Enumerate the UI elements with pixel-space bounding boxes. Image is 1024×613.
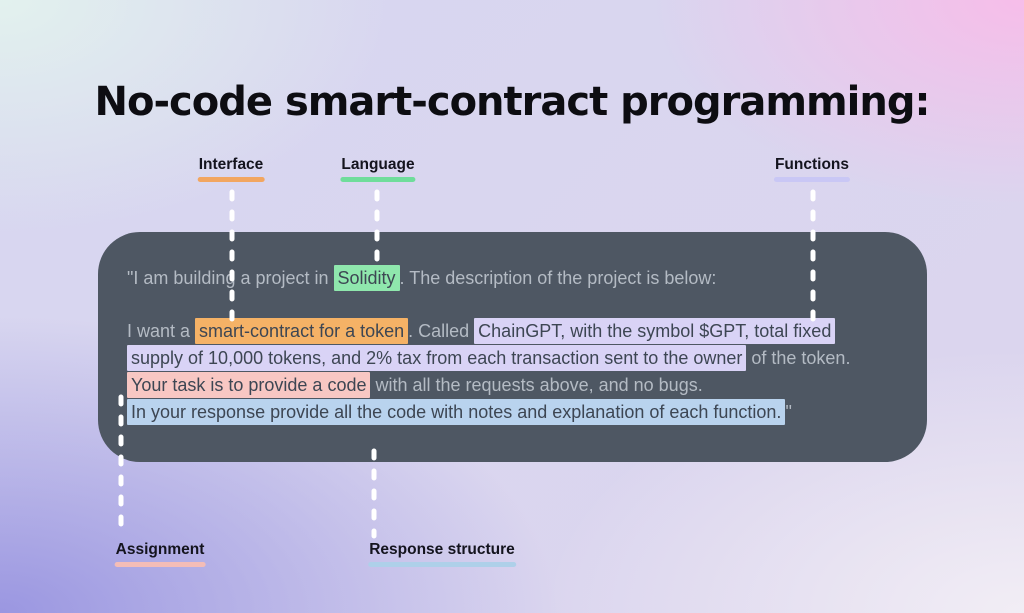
highlight-response: In your response provide all the code wi… <box>127 399 786 425</box>
prompt-line-3: supply of 10,000 tokens, and 2% tax from… <box>127 345 899 372</box>
prompt-line5-post: " <box>785 402 792 422</box>
highlight-interface: smart-contract for a token <box>195 318 409 344</box>
prompt-line1-post: . The description of the project is belo… <box>399 268 717 288</box>
label-interface: Interface <box>197 156 265 182</box>
prompt-line-4: Your task is to provide a code with all … <box>127 372 899 399</box>
label-interface-text: Interface <box>198 156 264 173</box>
label-language: Language <box>340 156 416 182</box>
label-functions-text: Functions <box>774 156 850 173</box>
label-response-structure: Response structure <box>368 541 516 567</box>
label-functions: Functions <box>773 156 851 182</box>
label-interface-underline <box>197 177 265 182</box>
prompt-line3-post: of the token. <box>746 348 851 368</box>
prompt-body: I want a smart-contract for a token. Cal… <box>127 318 899 426</box>
highlight-language: Solidity <box>333 265 400 291</box>
prompt-line2-pre: I want a <box>127 321 196 341</box>
label-response-structure-underline <box>368 562 516 567</box>
prompt-line1-pre: "I am building a project in <box>127 268 334 288</box>
highlight-assignment: Your task is to provide a code <box>127 372 371 398</box>
label-language-text: Language <box>341 156 415 173</box>
highlight-functions-1: ChainGPT, with the symbol $GPT, total fi… <box>474 318 836 344</box>
label-functions-underline <box>773 177 851 182</box>
label-assignment: Assignment <box>114 541 206 567</box>
prompt-line4-post: with all the requests above, and no bugs… <box>370 375 703 395</box>
label-assignment-underline <box>114 562 206 567</box>
label-response-structure-text: Response structure <box>369 541 515 558</box>
prompt-card: "I am building a project in Solidity. Th… <box>98 232 927 462</box>
highlight-functions-2: supply of 10,000 tokens, and 2% tax from… <box>127 345 747 371</box>
prompt-line-2: I want a smart-contract for a token. Cal… <box>127 318 899 345</box>
prompt-line-5: In your response provide all the code wi… <box>127 399 899 426</box>
label-assignment-text: Assignment <box>115 541 205 558</box>
page-title: No-code smart-contract programming: <box>94 78 931 125</box>
label-language-underline <box>340 177 416 182</box>
prompt-line-1: "I am building a project in Solidity. Th… <box>127 264 899 292</box>
prompt-line2-mid: . Called <box>408 321 475 341</box>
